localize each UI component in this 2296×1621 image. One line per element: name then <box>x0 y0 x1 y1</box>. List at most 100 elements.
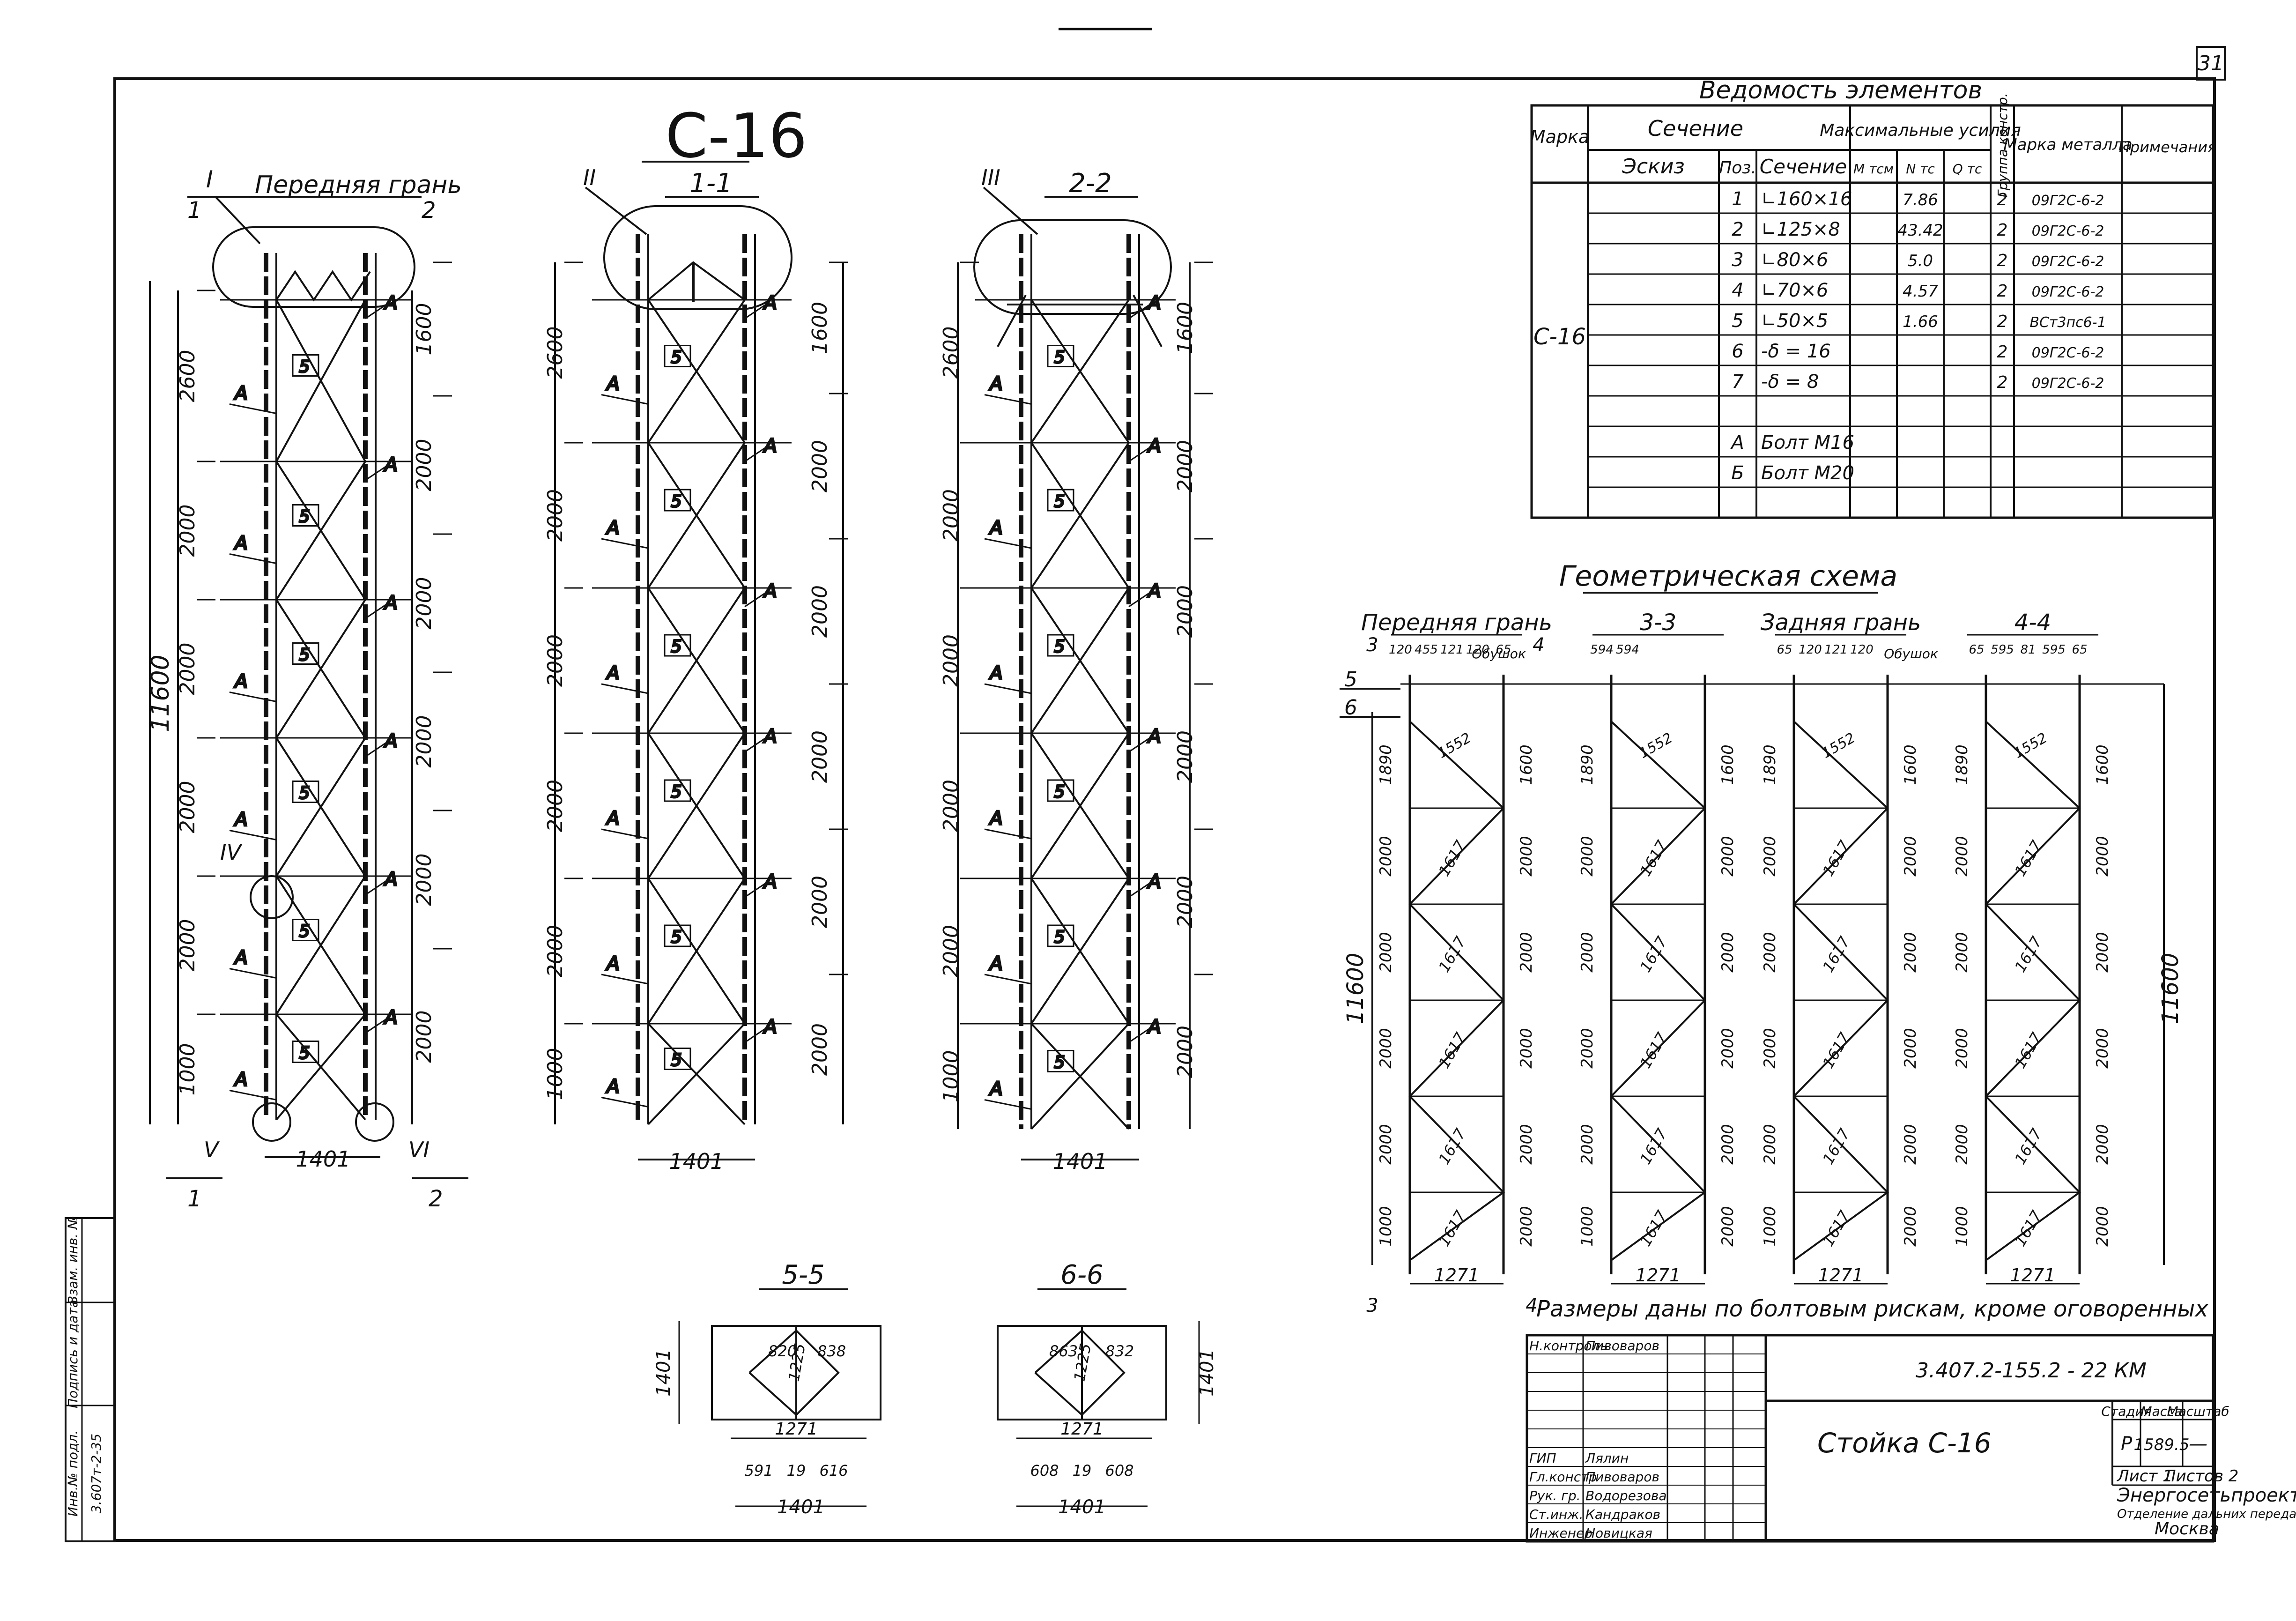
node-V: V <box>204 1137 220 1162</box>
geom-brace-len: 1617 <box>1637 1207 1671 1249</box>
geom-top-dim: 121 <box>1440 643 1464 657</box>
th-sketch: Эскиз <box>1622 155 1684 178</box>
drawing-title: С-16 <box>665 100 807 171</box>
bolt-tag: A <box>383 454 397 476</box>
geom-left-dim: 2000 <box>1761 932 1779 973</box>
detail-6-6: 6-6 863 832 1225 1401 1271 608 19 608 14… <box>997 1260 1218 1518</box>
s66-d2: 832 <box>1105 1342 1134 1360</box>
geom-brace-len: 1617 <box>1435 1029 1470 1071</box>
leader <box>744 882 766 898</box>
brace-tag-box <box>292 504 319 527</box>
bolt-tag: A <box>1147 726 1161 747</box>
geom-left-dim: 1890 <box>1377 744 1395 785</box>
th-section-sub: Сечение <box>1760 155 1847 178</box>
bolt-tag: A <box>1147 292 1161 314</box>
cell-pos: Б <box>1731 462 1744 484</box>
s11-dim-left: 2000 <box>543 634 567 687</box>
brace-tag-box <box>1047 924 1074 947</box>
geom-left-dim: 2000 <box>1578 1124 1597 1165</box>
brace-tag: 5 <box>671 492 682 511</box>
s22-dim-left: 2000 <box>939 780 963 832</box>
bolt-tag: A <box>605 953 619 974</box>
bolt-tag: A <box>233 383 247 404</box>
geom-right-dim: 2000 <box>2093 836 2112 877</box>
front-dim-left: 2000 <box>176 781 200 833</box>
geom-panel-title: 4-4 <box>2015 610 2051 636</box>
geom-lattice <box>1408 721 1505 1261</box>
geom-top-dim: 120 <box>1850 643 1874 657</box>
bolt-tag: A <box>605 662 619 684</box>
leader <box>229 403 277 414</box>
bolt-tag: A <box>763 871 777 892</box>
s11-width: 1401 <box>669 1149 724 1174</box>
leader <box>365 603 387 619</box>
bolt-tag: A <box>988 662 1002 684</box>
brace <box>1030 877 1130 1025</box>
stamp-org: Энергосетьпроект <box>2117 1485 2296 1506</box>
brace-tag-box <box>1047 634 1074 657</box>
geom-right-dim: 2000 <box>1517 1206 1536 1247</box>
cell-steel: 09Г2С-6-2 <box>2032 284 2104 300</box>
th-note: Примечания <box>2119 138 2216 156</box>
geom-left-dim: 2000 <box>1953 1124 1971 1165</box>
leader <box>744 446 766 462</box>
geom-top-dim: 65 <box>1496 643 1511 657</box>
brace-tag: 5 <box>299 357 310 377</box>
th-steel: Марка металла <box>2003 135 2132 154</box>
s11-dim-left: 1000 <box>543 1048 567 1100</box>
stamp-sheets: Листов 2 <box>2163 1467 2238 1486</box>
geom-top-dim: 121 <box>1824 643 1848 657</box>
front-dim-right: 1600 <box>412 303 436 356</box>
stamp-city: Москва <box>2155 1519 2219 1539</box>
bolt-tag: A <box>233 1069 247 1091</box>
geom-width: 1271 <box>1636 1265 1681 1286</box>
leader <box>601 1097 649 1108</box>
stamp-role: ГИП <box>1529 1450 1556 1466</box>
bolt-tag: A <box>988 808 1002 829</box>
side-stamp: Инв.№ подл. Подпись и дата Взам. инв. № … <box>65 1216 116 1542</box>
geom-cut: 4 <box>1526 1295 1537 1316</box>
brace-tag-box <box>664 634 691 657</box>
leader <box>1128 446 1150 462</box>
brace-tag-box <box>292 781 319 803</box>
geom-total-left: 11600 <box>1342 953 1369 1025</box>
geom-brace-len: 1617 <box>2011 1125 2046 1167</box>
geom-top-dim: 81 <box>2020 643 2036 657</box>
bolt-tag: A <box>383 1007 397 1028</box>
geom-left-dim: 1890 <box>1761 744 1779 785</box>
sheet-number: 31 <box>2198 52 2224 75</box>
s22-dim-left: 2000 <box>939 634 963 687</box>
cell-group: 2 <box>1997 190 2008 209</box>
cell-pos: 3 <box>1732 249 1743 271</box>
front-dim-left: 2000 <box>176 919 200 972</box>
bolt-tag: A <box>605 373 619 395</box>
node-VI: VI <box>408 1137 430 1162</box>
cut-2-bottom: 2 <box>429 1186 443 1212</box>
s55-b3: 616 <box>819 1462 848 1480</box>
geom-brace-len: 1617 <box>2011 837 2046 879</box>
brace-tag: 5 <box>1054 492 1065 511</box>
cell-pos: 1 <box>1732 188 1743 210</box>
brace-tag-box <box>1047 489 1074 512</box>
leader <box>365 742 387 758</box>
s22-width: 1401 <box>1052 1149 1107 1174</box>
geom-note: Размеры даны по болтовым рискам, кроме о… <box>1536 1296 2208 1322</box>
front-dim-right: 2000 <box>412 715 436 768</box>
s11-dim-left: 2000 <box>543 925 567 977</box>
stamp-person: Лялин <box>1585 1450 1629 1466</box>
s66-b3: 608 <box>1105 1462 1133 1480</box>
geom-right-dim: 2000 <box>1901 932 1920 973</box>
geom-brace-len: 1617 <box>1819 933 1854 975</box>
geometric-scheme: Геометрическая схема 5 6 11600 11600 Пер… <box>1340 560 2208 1322</box>
geom-right-dim: 2000 <box>1517 836 1536 877</box>
leader <box>229 830 277 840</box>
s66-b1: 608 <box>1030 1462 1059 1480</box>
stamp-org2: Отделение дальних передач <box>2117 1507 2296 1521</box>
geom-right-dim: 2000 <box>1718 1028 1737 1069</box>
geom-left-dim: 1000 <box>1377 1206 1395 1247</box>
geom-top-dim: 65 <box>2072 643 2087 657</box>
geom-left-dim: 2000 <box>1953 932 1971 973</box>
brace <box>647 1023 746 1125</box>
